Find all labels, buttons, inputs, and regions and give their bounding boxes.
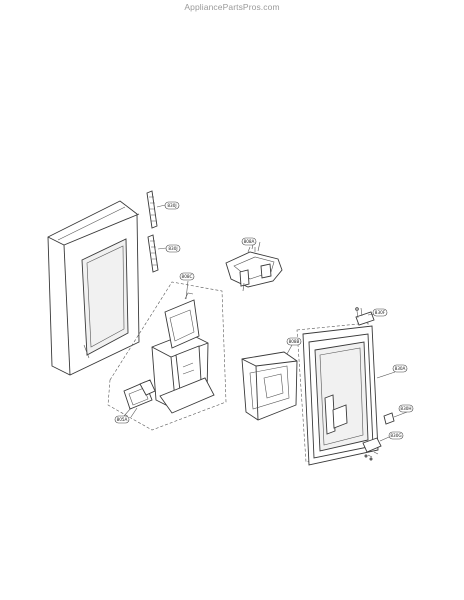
svg-text:808A: 808A	[244, 239, 255, 244]
label-805a: 805A	[114, 415, 130, 424]
svg-text:808B: 808B	[289, 339, 300, 344]
label-830j-top: 830J	[164, 201, 180, 210]
label-830f: 830F	[372, 308, 388, 317]
svg-text:830H: 830H	[400, 406, 411, 411]
svg-text:830J: 830J	[167, 203, 176, 208]
top-hinge-clip	[355, 307, 375, 326]
svg-text:830F: 830F	[375, 310, 386, 315]
label-808b: 808B	[286, 337, 302, 346]
dispenser-chute-housing	[151, 292, 215, 414]
dispenser-door	[296, 322, 379, 466]
bottom-hinge	[362, 437, 382, 461]
label-830j-bottom: 830J	[165, 244, 181, 253]
door-stopper	[383, 412, 395, 425]
svg-text:808C: 808C	[182, 274, 193, 279]
dispenser-lever	[123, 379, 156, 417]
watermark: AppliancePartsPros.com	[184, 2, 280, 12]
svg-text:805A: 805A	[117, 417, 128, 422]
label-830h: 830H	[398, 404, 414, 413]
hinge-strip-lower	[147, 234, 167, 273]
leader-lines	[130, 246, 408, 442]
svg-text:830J: 830J	[168, 246, 177, 251]
label-808a: 808A	[241, 237, 257, 246]
auger-motor-assembly	[225, 239, 283, 292]
svg-text:830A: 830A	[395, 366, 406, 371]
label-808c: 808C	[179, 272, 195, 281]
group-box-808c	[107, 281, 227, 431]
label-830a: 830A	[392, 364, 408, 373]
ice-duct-cover	[241, 351, 298, 421]
hinge-strip-upper	[146, 190, 166, 229]
door-frame-panel	[47, 200, 140, 376]
svg-text:830G: 830G	[390, 433, 401, 438]
label-830g: 830G	[388, 431, 404, 440]
